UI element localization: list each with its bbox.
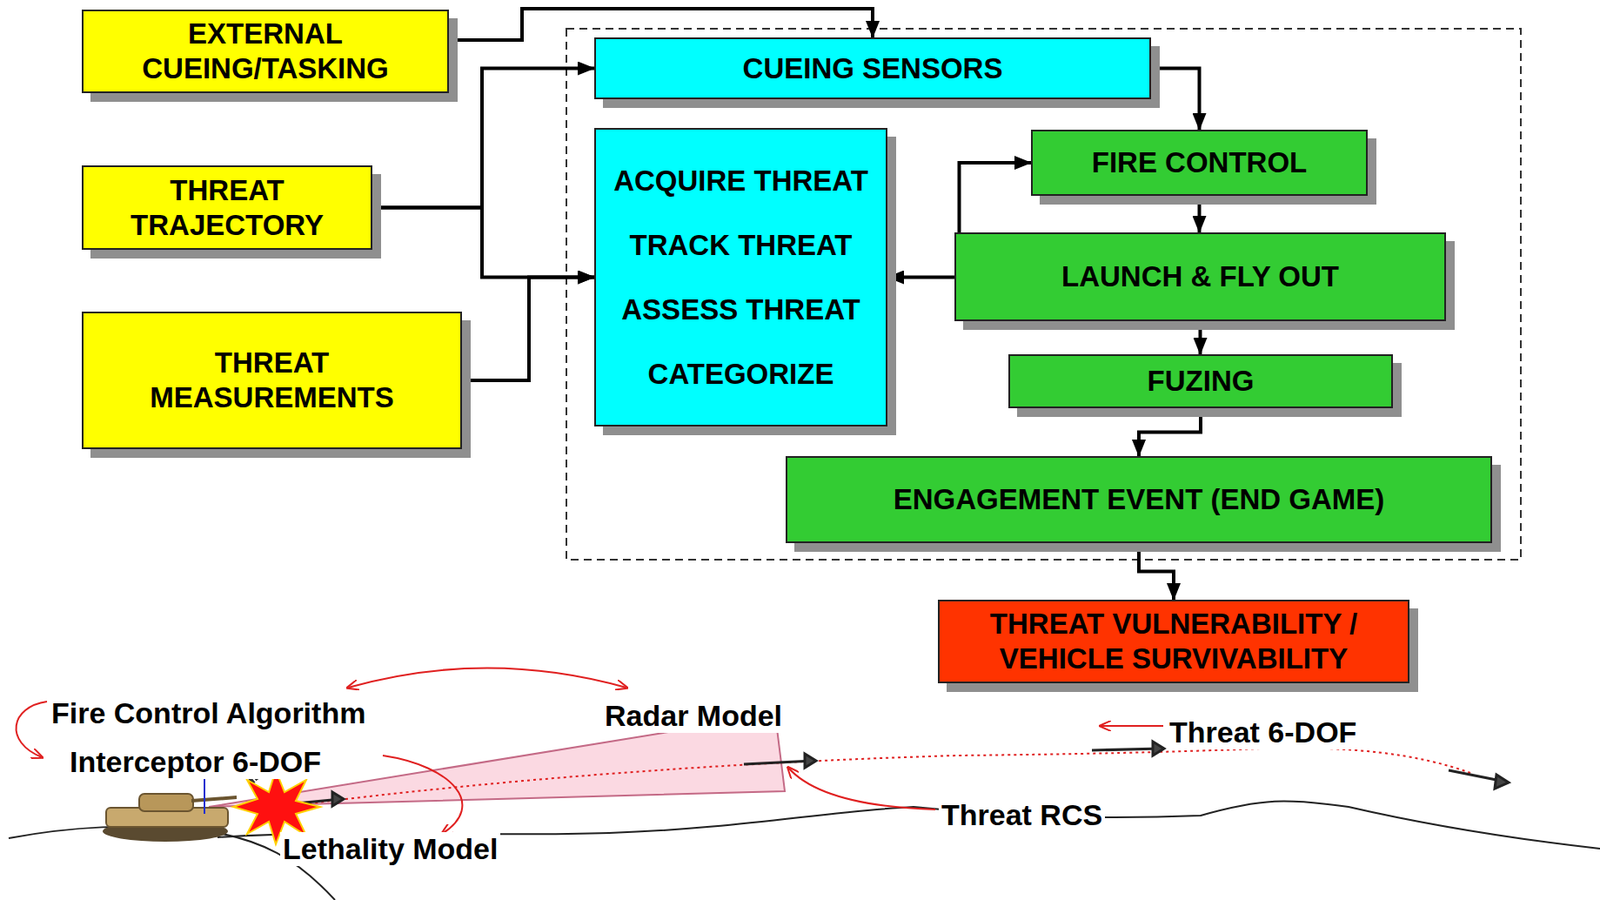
model-label: Threat 6-DOF [1166,715,1359,750]
annotation-arrows [16,668,1164,835]
flow-arrow [461,277,595,382]
input-box: EXTERNAL CUEING/TASKING [81,9,449,94]
box-label: CUEING SENSORS [743,51,1004,87]
flow-arrow [1138,542,1174,600]
flow-arrow [1151,68,1200,131]
box-label: FIRE CONTROL [1091,145,1307,181]
box-label: CATEGORIZE [648,356,835,392]
input-box: THREAT TRAJECTORY [81,165,373,250]
box-label: LAUNCH & FLY OUT [1061,259,1339,295]
flow-arrow [1138,408,1201,456]
flow-arrow [448,8,873,41]
model-label: Lethality Model [280,831,501,866]
box-label: ASSESS THREAT [621,292,860,328]
system-boundary [566,28,1521,560]
process-box: ENGAGEMENT EVENT (END GAME) [785,455,1493,543]
flow-arrow [1198,321,1203,355]
box-label: TRACK THREAT [629,227,852,263]
process-box: FIRE CONTROL [1030,129,1368,196]
box-label: THREAT TRAJECTORY [92,173,362,242]
model-label: Radar Model [602,698,785,733]
box-label: ACQUIRE THREAT [613,163,869,199]
box-label: FUZING [1147,363,1255,399]
model-label: Threat RCS [938,797,1105,832]
box-label: EXTERNAL CUEING/TASKING [92,16,439,86]
model-label: Fire Control Algorithm [48,696,369,730]
tank [102,793,237,842]
flow-arrow [1198,195,1202,233]
sensor-box: CUEING SENSORS [594,37,1152,100]
box-label: ENGAGEMENT EVENT (END GAME) [893,482,1386,517]
box-label: THREAT VULNERABILITY / VEHICLE SURVIVABI… [948,606,1400,676]
threat-missile [287,741,1509,806]
input-box: THREAT MEASUREMENTS [81,311,462,449]
box-label: THREAT MEASUREMENTS [92,345,452,415]
flow-arrow [372,207,595,278]
model-label: Interceptor 6-DOF [66,744,324,779]
outcome-box: THREAT VULNERABILITY / VEHICLE SURVIVABI… [937,599,1410,683]
sensor-function-box: ACQUIRE THREAT TRACK THREAT ASSESS THREAT C… [594,127,888,427]
threat-trajectory [295,747,1471,805]
process-box: LAUNCH & FLY OUT [954,232,1447,322]
process-box: FUZING [1008,354,1393,409]
